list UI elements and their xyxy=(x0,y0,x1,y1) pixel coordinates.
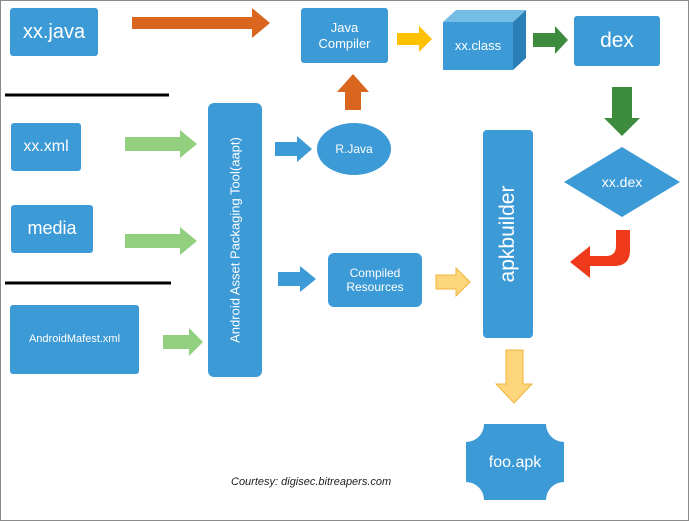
xx-xml-box: xx.xml xyxy=(11,123,81,171)
arrow-manifest-to-aapt xyxy=(163,328,203,356)
media-label: media xyxy=(27,218,77,239)
credit-text: Courtesy: digisec.bitreapers.com xyxy=(231,476,392,488)
xx-class-cube xyxy=(443,10,526,70)
java-compiler-label: Java Compiler xyxy=(318,19,371,51)
foo-apk-shape xyxy=(466,424,564,500)
media-box: media xyxy=(11,205,93,253)
arrow-apkbuilder-to-apk xyxy=(494,349,534,404)
xx-dex-label: xx.dex xyxy=(602,174,642,190)
arrow-xxdex-to-apkbuilder xyxy=(570,230,630,278)
arrow-aapt-to-rjava xyxy=(275,136,312,162)
arrow-resources-to-apkbuilder xyxy=(435,266,471,298)
xx-class-label: xx.class xyxy=(455,38,502,53)
xx-xml-label: xx.xml xyxy=(23,138,69,156)
r-java-ellipse xyxy=(317,123,391,175)
aapt-box: Android Asset Packaging Tool(aapt) xyxy=(208,103,262,377)
r-java-label: R.Java xyxy=(335,142,373,156)
manifest-box: AndroidMafest.xml xyxy=(10,305,139,374)
apkbuilder-box: apkbuilder xyxy=(483,130,533,338)
dex-box: dex xyxy=(574,16,660,66)
compiled-resources-box: Compiled Resources xyxy=(328,253,422,307)
foo-apk-label: foo.apk xyxy=(489,454,542,471)
compiled-resources-label: Compiled Resources xyxy=(346,265,404,294)
java-compiler-box: Java Compiler xyxy=(301,8,388,63)
xx-dex-diamond xyxy=(564,147,680,217)
arrow-rjava-to-compiler xyxy=(337,74,369,110)
arrow-class-to-dex xyxy=(533,26,568,54)
dex-label: dex xyxy=(600,29,634,53)
arrow-media-to-aapt xyxy=(125,227,197,255)
arrow-java-to-compiler xyxy=(132,8,270,38)
arrow-aapt-to-resources xyxy=(278,266,316,292)
xx-java-box: xx.java xyxy=(10,8,98,56)
arrow-compiler-to-class xyxy=(397,26,432,52)
arrow-dex-to-xxdex xyxy=(604,87,640,136)
arrow-xml-to-aapt xyxy=(125,130,197,158)
xx-java-label: xx.java xyxy=(22,21,86,43)
manifest-label: AndroidMafest.xml xyxy=(28,332,121,345)
